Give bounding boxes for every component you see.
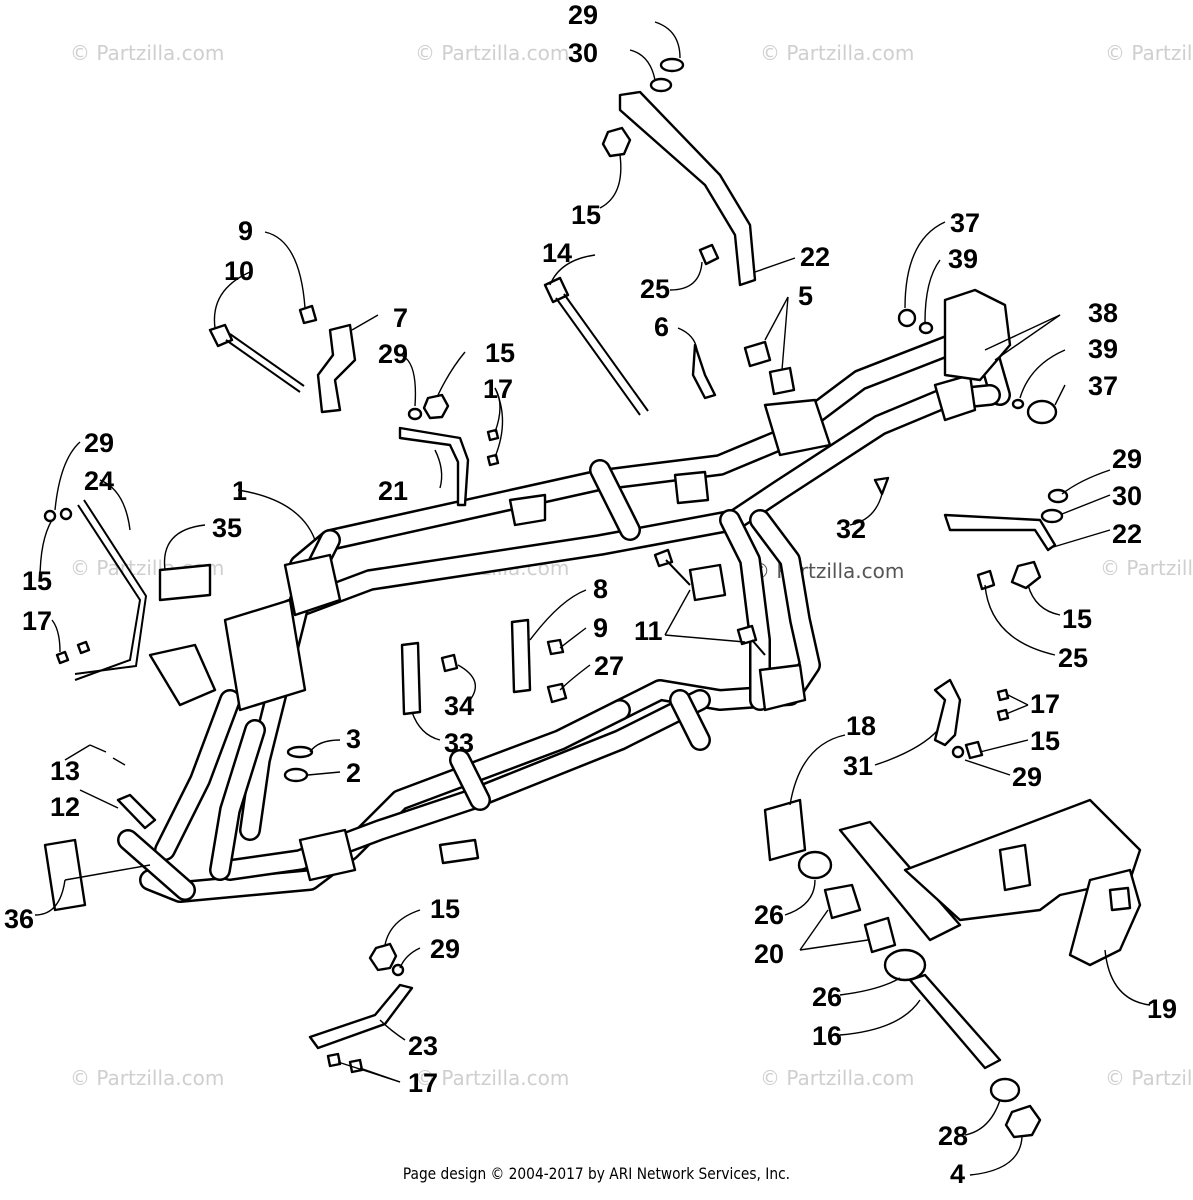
callout-28: 28	[938, 1121, 968, 1151]
callout-17: 17	[22, 606, 52, 636]
callout-29: 29	[84, 428, 114, 458]
callout-39: 39	[948, 244, 978, 274]
callout-15: 15	[1030, 726, 1060, 756]
callout-20: 20	[754, 939, 784, 969]
watermark: © Partzilla.com	[1100, 556, 1193, 580]
callout-15: 15	[571, 200, 601, 230]
callout-27: 27	[594, 651, 624, 681]
watermark: © Partzilla.com	[415, 1066, 569, 1090]
callout-15: 15	[430, 894, 460, 924]
callout-1: 1	[232, 476, 247, 506]
leader-lines	[34, 21, 1151, 1176]
watermark: © Partzilla.com	[70, 41, 224, 65]
callout-25: 25	[640, 274, 670, 304]
callout-36: 36	[4, 904, 34, 934]
callout-33: 33	[444, 728, 474, 758]
callout-2: 2	[346, 758, 361, 788]
watermark: © Partzilla.com	[750, 559, 904, 583]
watermark: © Partzilla.com	[1105, 41, 1193, 65]
callout-15: 15	[22, 566, 52, 596]
callout-37: 37	[950, 208, 980, 238]
callout-15: 15	[485, 338, 515, 368]
callout-10: 10	[224, 256, 254, 286]
watermark: © Partzilla.com	[760, 1066, 914, 1090]
callout-26: 26	[754, 900, 784, 930]
callout-22: 22	[1112, 519, 1142, 549]
watermark: © Partzilla.com	[1105, 1066, 1193, 1090]
hardware	[43, 57, 1142, 1139]
watermark: © Partzilla.com	[760, 41, 914, 65]
callout-39: 39	[1088, 334, 1118, 364]
main-frame	[117, 334, 1011, 903]
callout-24: 24	[84, 466, 114, 496]
callout-17: 17	[1030, 689, 1060, 719]
callout-15: 15	[1062, 604, 1092, 634]
callout-17: 17	[408, 1068, 438, 1098]
callout-11: 11	[634, 616, 663, 646]
callout-21: 21	[378, 476, 408, 506]
callout-6: 6	[654, 312, 669, 342]
callout-13: 13	[50, 756, 80, 786]
callout-34: 34	[444, 691, 474, 721]
callout-38: 38	[1088, 298, 1118, 328]
callout-8: 8	[593, 574, 608, 604]
callout-29: 29	[1012, 762, 1042, 792]
callout-31: 31	[843, 751, 873, 781]
callout-17: 17	[483, 374, 513, 404]
watermarks: © Partzilla.com © Partzilla.com © Partzi…	[70, 41, 1193, 1090]
callout-30: 30	[568, 38, 598, 68]
callout-5: 5	[798, 281, 813, 311]
callout-26: 26	[812, 982, 842, 1012]
callout-9: 9	[238, 216, 253, 246]
callout-29: 29	[378, 339, 408, 369]
callout-19: 19	[1147, 994, 1177, 1024]
callout-25: 25	[1058, 643, 1088, 673]
callout-32: 32	[836, 514, 866, 544]
callout-29: 29	[430, 934, 460, 964]
callout-18: 18	[846, 711, 876, 741]
watermark: © Partzilla.com	[415, 41, 569, 65]
footer-copyright: Page design © 2004-2017 by ARI Network S…	[402, 1164, 791, 1183]
callout-3: 3	[346, 724, 361, 754]
callout-9: 9	[593, 613, 608, 643]
watermark: © Partzilla.com	[70, 1066, 224, 1090]
callout-22: 22	[800, 242, 830, 272]
callout-37: 37	[1088, 371, 1118, 401]
callout-35: 35	[212, 513, 242, 543]
callout-14: 14	[542, 238, 572, 268]
callout-16: 16	[812, 1021, 842, 1051]
callout-23: 23	[408, 1031, 438, 1061]
callout-29: 29	[568, 0, 598, 30]
callout-7: 7	[393, 303, 408, 333]
callout-12: 12	[50, 792, 80, 822]
callout-29: 29	[1112, 444, 1142, 474]
callout-30: 30	[1112, 481, 1142, 511]
callout-4: 4	[950, 1159, 965, 1189]
callouts: 29 30 15 14 22 25 5 6 37 39 38 39 37 9 1…	[4, 0, 1177, 1189]
